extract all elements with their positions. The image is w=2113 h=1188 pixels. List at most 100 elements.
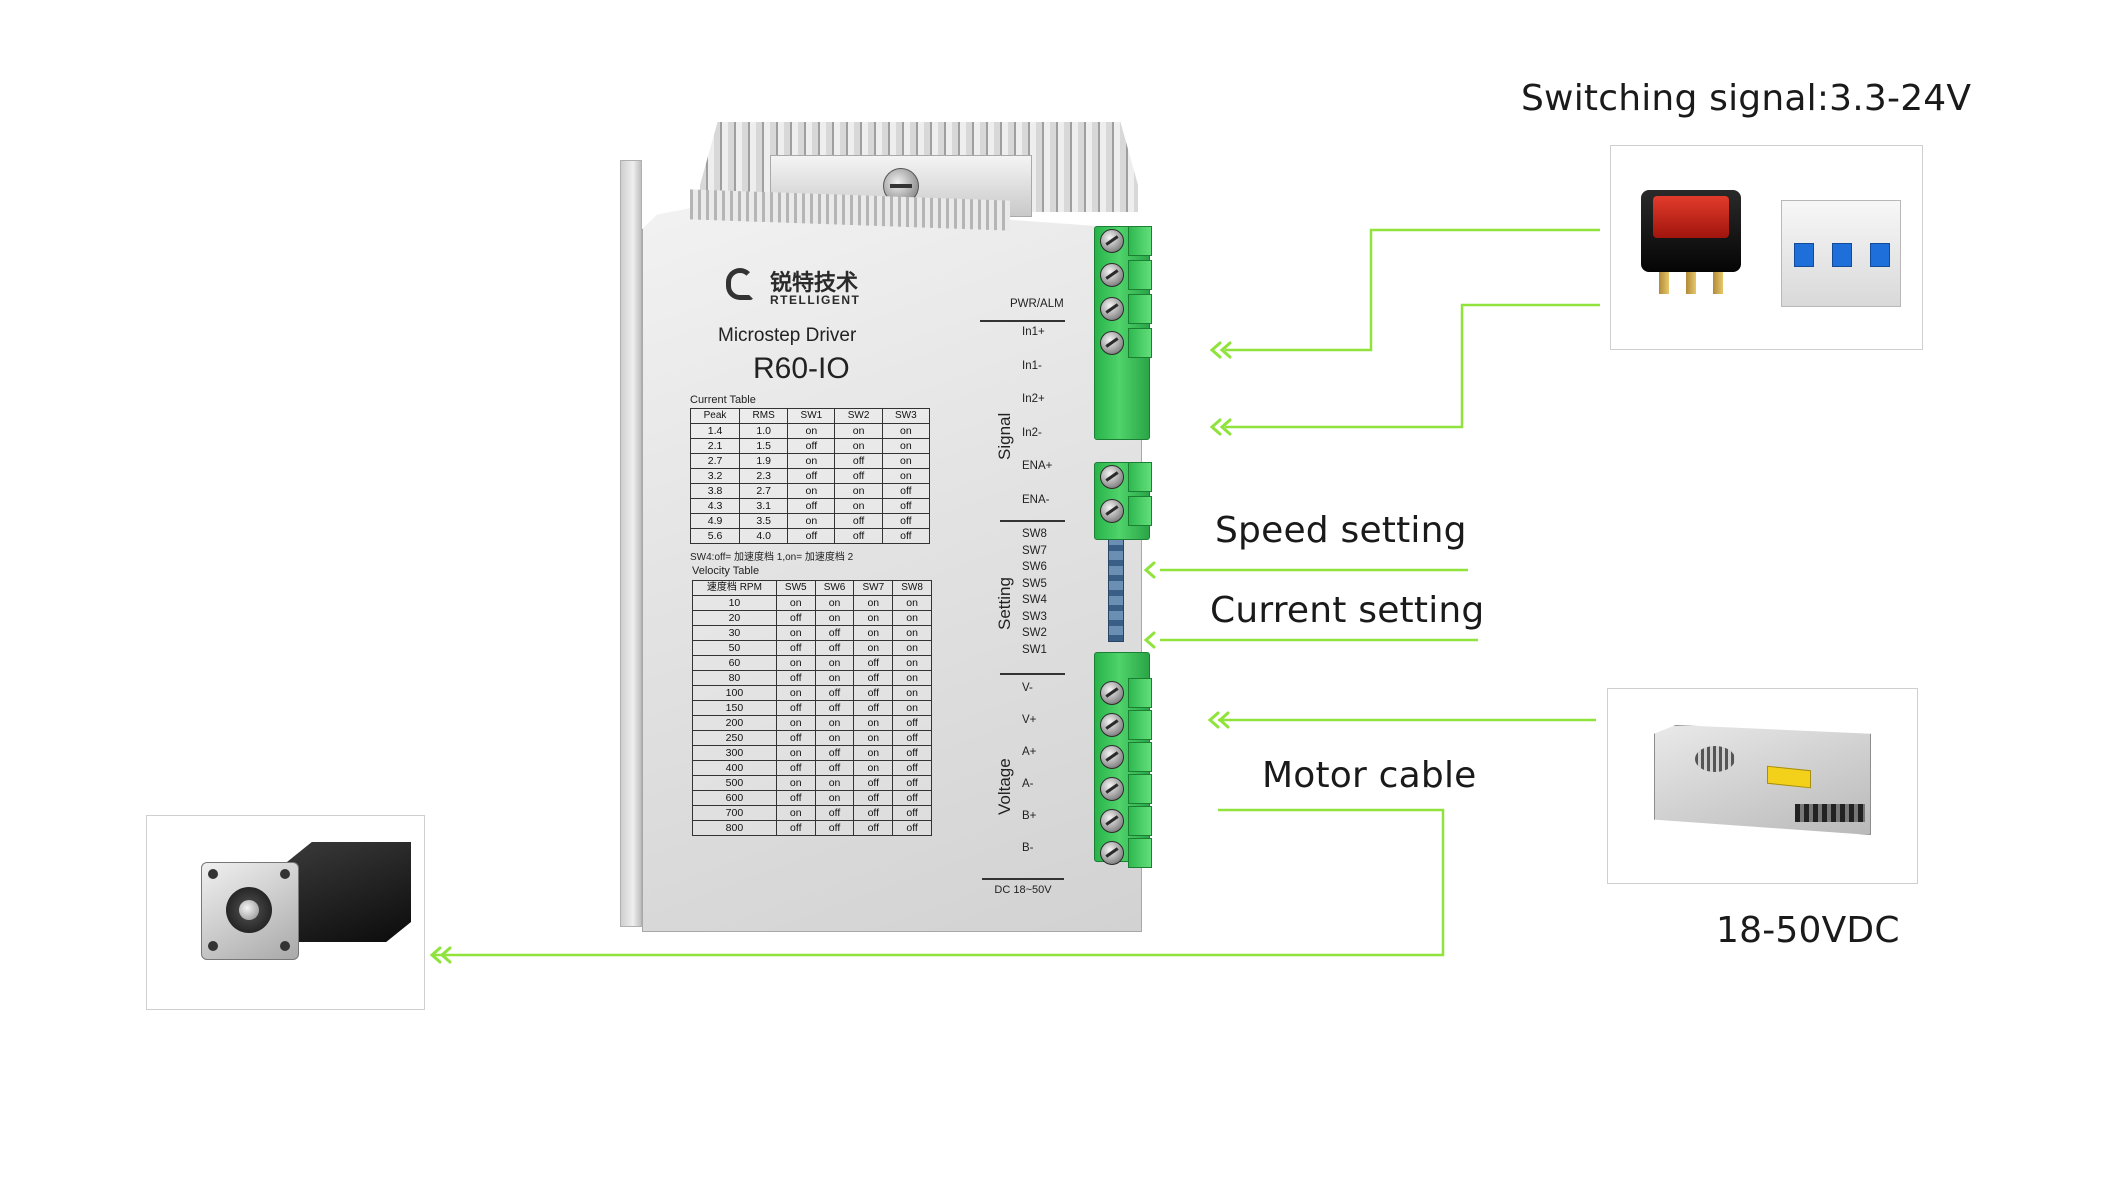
table-cell: on bbox=[787, 453, 836, 469]
table-cell: on bbox=[787, 423, 836, 439]
pin-label-sw7: SW7 bbox=[1022, 544, 1047, 557]
pin-label-in2: In2+ bbox=[1022, 393, 1045, 405]
table-header: SW8 bbox=[892, 580, 932, 596]
terminal-screw-icon[interactable] bbox=[1100, 713, 1124, 737]
table-cell: off bbox=[892, 745, 932, 761]
table-cell: 3.5 bbox=[739, 513, 789, 529]
table-cell: 5.6 bbox=[689, 528, 741, 544]
table-cell: off bbox=[881, 528, 931, 544]
table-cell: 2.1 bbox=[689, 438, 741, 454]
arrow-in1 bbox=[1209, 341, 1232, 359]
terminal-clamp bbox=[1128, 678, 1152, 708]
pin-label-v: V+ bbox=[1022, 714, 1037, 726]
table-cell: 3.8 bbox=[689, 483, 741, 499]
terminal-screw-icon[interactable] bbox=[1100, 841, 1124, 865]
table-cell: on bbox=[892, 655, 932, 671]
table-cell: off bbox=[853, 655, 894, 671]
terminal-screw-icon[interactable] bbox=[1100, 499, 1124, 523]
brand-logo-icon bbox=[726, 268, 754, 300]
switching-signal-label: Switching signal:3.3-24V bbox=[1521, 78, 1972, 119]
table-cell: 800 bbox=[692, 820, 777, 836]
table-cell: on bbox=[775, 775, 816, 791]
pin-label-sw2: SW2 bbox=[1022, 627, 1047, 639]
pin-label-v: V- bbox=[1022, 682, 1033, 694]
pin-label-sw8: SW8 bbox=[1022, 528, 1047, 540]
table-cell: on bbox=[892, 700, 932, 716]
motor-body-image bbox=[287, 842, 411, 942]
motor-flange-image bbox=[201, 862, 299, 960]
table-cell: on bbox=[892, 670, 932, 686]
terminal-screw-icon[interactable] bbox=[1100, 777, 1124, 801]
rocker-icon bbox=[1653, 196, 1729, 238]
dc-voltage-rating: DC 18~50V bbox=[982, 878, 1064, 900]
sw4-note: SW4:off= 加速度档 1,on= 加速度档 2 bbox=[690, 552, 854, 563]
group-label-voltage: Voltage bbox=[995, 758, 1014, 815]
table-header: Peak bbox=[689, 408, 741, 424]
table-cell: on bbox=[814, 670, 855, 686]
driver-subtitle: Microstep Driver bbox=[718, 325, 857, 346]
pin-label-sw6: SW6 bbox=[1022, 561, 1047, 573]
fan-icon bbox=[1695, 746, 1735, 772]
terminal-screw-icon[interactable] bbox=[1100, 263, 1124, 287]
table-cell: 4.0 bbox=[739, 528, 789, 544]
table-header: SW1 bbox=[787, 408, 836, 424]
table-cell: off bbox=[892, 820, 932, 836]
driver-model: R60-IO bbox=[753, 352, 850, 385]
pin-label-b: B- bbox=[1022, 842, 1034, 854]
group-label-signal: Signal bbox=[995, 412, 1014, 460]
terminal-screw-icon[interactable] bbox=[1100, 331, 1124, 355]
table-cell: off bbox=[881, 513, 931, 529]
terminal-screw-icon[interactable] bbox=[1100, 681, 1124, 705]
terminal-screw-icon[interactable] bbox=[1100, 465, 1124, 489]
table-cell: off bbox=[881, 498, 931, 514]
table-cell: 4.9 bbox=[689, 513, 741, 529]
table-cell: on bbox=[881, 453, 931, 469]
table-header: SW6 bbox=[814, 580, 855, 596]
table-cell: 80 bbox=[692, 670, 777, 686]
table-cell: 2.7 bbox=[739, 483, 789, 499]
table-cell: 200 bbox=[692, 715, 777, 731]
table-cell: on bbox=[814, 610, 855, 626]
arrow-motor bbox=[429, 946, 452, 964]
table-cell: on bbox=[834, 438, 883, 454]
table-cell: on bbox=[853, 730, 894, 746]
table-cell: off bbox=[853, 700, 894, 716]
table-cell: off bbox=[775, 820, 816, 836]
wire-switch-in2 bbox=[1225, 303, 1600, 429]
table-cell: off bbox=[814, 700, 855, 716]
table-cell: on bbox=[814, 775, 855, 791]
table-cell: off bbox=[814, 625, 855, 641]
group-label-setting: Setting bbox=[995, 577, 1014, 630]
brand-name-cn: 锐特技术 bbox=[770, 271, 859, 296]
pin-label-sw4: SW4 bbox=[1022, 594, 1047, 606]
terminal-screw-icon[interactable] bbox=[1100, 809, 1124, 833]
table-cell: 50 bbox=[692, 640, 777, 656]
terminal-clamp bbox=[1128, 328, 1152, 358]
terminal-screw-icon[interactable] bbox=[1100, 297, 1124, 321]
terminal-screw-icon[interactable] bbox=[1100, 229, 1124, 253]
table-cell: off bbox=[892, 760, 932, 776]
rocker-switch-image bbox=[1641, 190, 1741, 294]
table-cell: 1.0 bbox=[739, 423, 789, 439]
motor-cable-label: Motor cable bbox=[1262, 755, 1477, 796]
table-cell: 20 bbox=[692, 610, 777, 626]
terminal-clamp bbox=[1128, 462, 1152, 492]
table-cell: off bbox=[814, 820, 855, 836]
arrow-power bbox=[1207, 711, 1230, 729]
table-cell: off bbox=[814, 685, 855, 701]
table-cell: off bbox=[853, 790, 894, 806]
pin-label-ena: ENA+ bbox=[1022, 460, 1053, 472]
table-cell: off bbox=[881, 483, 931, 499]
terminal-screw-icon[interactable] bbox=[1100, 745, 1124, 769]
